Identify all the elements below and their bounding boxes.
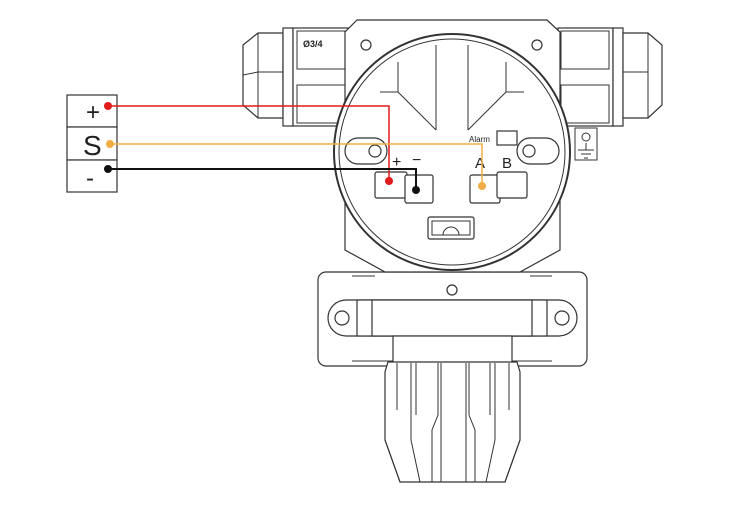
minus-label: - (86, 165, 94, 192)
right-cable-gland (557, 27, 663, 127)
wires (104, 102, 486, 194)
red-wire-dot (104, 102, 112, 110)
alarm-label: Alarm (469, 135, 490, 144)
black-wire (108, 168, 417, 190)
plus-label: + (86, 99, 100, 126)
left-cable-gland: Ø3/4 (242, 27, 349, 127)
terminal-a-label: A (475, 155, 485, 172)
housing: Alarm + − A B (333, 19, 571, 296)
terminal-b-label: B (502, 155, 512, 172)
terminal-b (496, 171, 528, 199)
signal-label: S (83, 130, 102, 161)
terminal-plus (374, 171, 408, 199)
orange-wire-dot (106, 140, 114, 148)
terminal-block: + S - (66, 94, 118, 193)
red-wire (108, 105, 390, 181)
terminal-a (469, 174, 501, 204)
orange-wire (110, 143, 483, 186)
black-wire-dot (104, 165, 112, 173)
black-wire-dot (412, 186, 420, 194)
sensor-head (384, 335, 521, 483)
terminal-minus-label: − (412, 152, 421, 169)
red-wire-dot (385, 177, 393, 185)
terminal-plus-label: + (392, 154, 401, 171)
orange-wire-dot (478, 182, 486, 190)
terminal-row-plus (66, 94, 118, 128)
ground-icon (574, 127, 598, 161)
gland-size-label: Ø3/4 (303, 39, 323, 49)
